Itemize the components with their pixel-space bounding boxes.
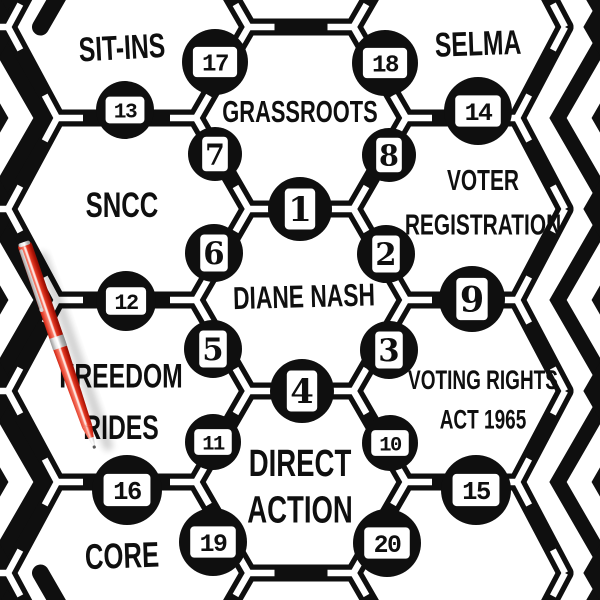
connector-10: 10 (362, 415, 418, 471)
connector-4: 4 (270, 359, 334, 423)
connector-17: 17 (182, 29, 248, 95)
connector-number: 17 (202, 52, 228, 79)
connector-number: 8 (379, 138, 399, 172)
connector-11: 11 (185, 414, 241, 470)
pen-body (18, 240, 96, 449)
connector-number: 15 (462, 478, 491, 507)
connector-number: 3 (378, 333, 399, 369)
connector-15: 15 (441, 455, 511, 525)
connector-number: 19 (200, 531, 227, 559)
connector-number: 4 (290, 371, 314, 411)
connector-number: 9 (460, 280, 484, 321)
connector-number: 6 (203, 236, 224, 272)
connector-7: 7 (188, 127, 242, 181)
connector-number: 10 (379, 434, 402, 457)
connector-5: 5 (184, 320, 242, 378)
connector-1: 1 (268, 177, 332, 241)
connector-number: 12 (114, 291, 138, 316)
connector-8: 8 (362, 128, 416, 182)
connector-9: 9 (439, 266, 505, 332)
connector-number: 16 (113, 478, 141, 507)
connector-3: 3 (360, 321, 418, 379)
connector-13: 13 (96, 81, 154, 139)
connector-number: 11 (202, 433, 225, 456)
connector-number: 13 (114, 101, 137, 125)
connector-number: 20 (374, 532, 401, 560)
connector-number: 2 (375, 237, 396, 273)
connector-20: 20 (353, 509, 421, 577)
connector-2: 2 (357, 225, 415, 283)
connector-12: 12 (96, 271, 156, 331)
connector-number: 7 (205, 137, 225, 171)
connector-18: 18 (352, 30, 418, 96)
connector-19: 19 (179, 508, 247, 576)
connector-16: 16 (92, 455, 162, 525)
connector-6: 6 (185, 224, 243, 282)
connector-number: 5 (202, 332, 223, 368)
pen-shadow (37, 251, 113, 451)
connector-number: 18 (372, 53, 399, 80)
connector-14: 14 (444, 77, 512, 145)
connector-number: 1 (288, 189, 312, 229)
connector-number: 14 (465, 100, 493, 128)
